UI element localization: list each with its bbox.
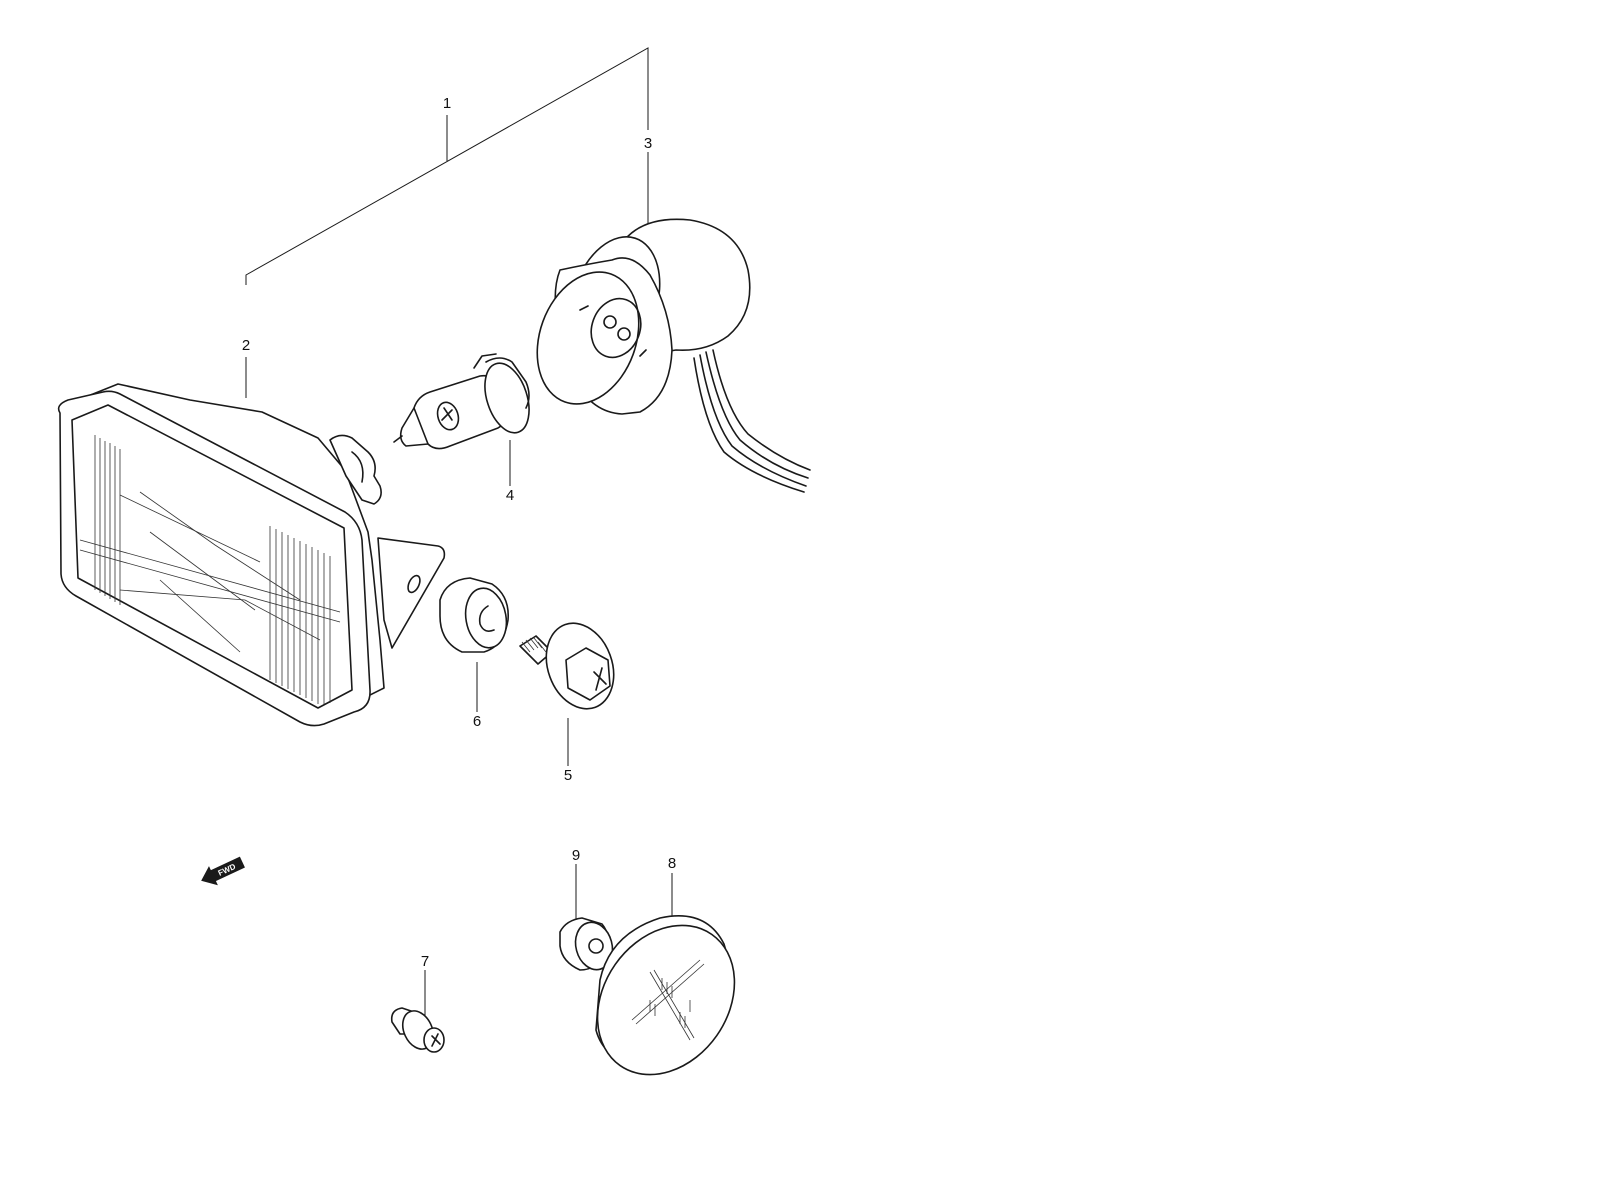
- lens-pattern: [79, 435, 341, 704]
- callout-8: 8: [668, 855, 676, 872]
- cover-pattern: [631, 959, 705, 1041]
- callout-1: 1: [443, 95, 451, 112]
- callout-4: 4: [506, 487, 514, 504]
- nut[interactable]: [559, 917, 618, 974]
- round-cover[interactable]: [569, 899, 762, 1101]
- callout-labels: 1 2 3 4 5 6 7 8 9: [242, 95, 676, 970]
- callout-3: 3: [644, 135, 652, 152]
- leader-lines: [245, 47, 673, 1016]
- callout-6: 6: [473, 713, 481, 730]
- bulb[interactable]: [393, 353, 537, 450]
- callout-9: 9: [572, 847, 580, 864]
- callout-2: 2: [242, 337, 250, 354]
- headlamp-housing[interactable]: [57, 383, 446, 727]
- forward-direction-arrow: FWD: [201, 856, 245, 886]
- callout-5: 5: [564, 767, 572, 784]
- callout-7: 7: [421, 953, 429, 970]
- mounting-bolt[interactable]: [519, 614, 625, 719]
- grommet[interactable]: [439, 577, 511, 653]
- bulb-socket[interactable]: [520, 218, 811, 493]
- fwd-arrow-icon: [201, 856, 245, 886]
- small-screw[interactable]: [390, 1006, 445, 1054]
